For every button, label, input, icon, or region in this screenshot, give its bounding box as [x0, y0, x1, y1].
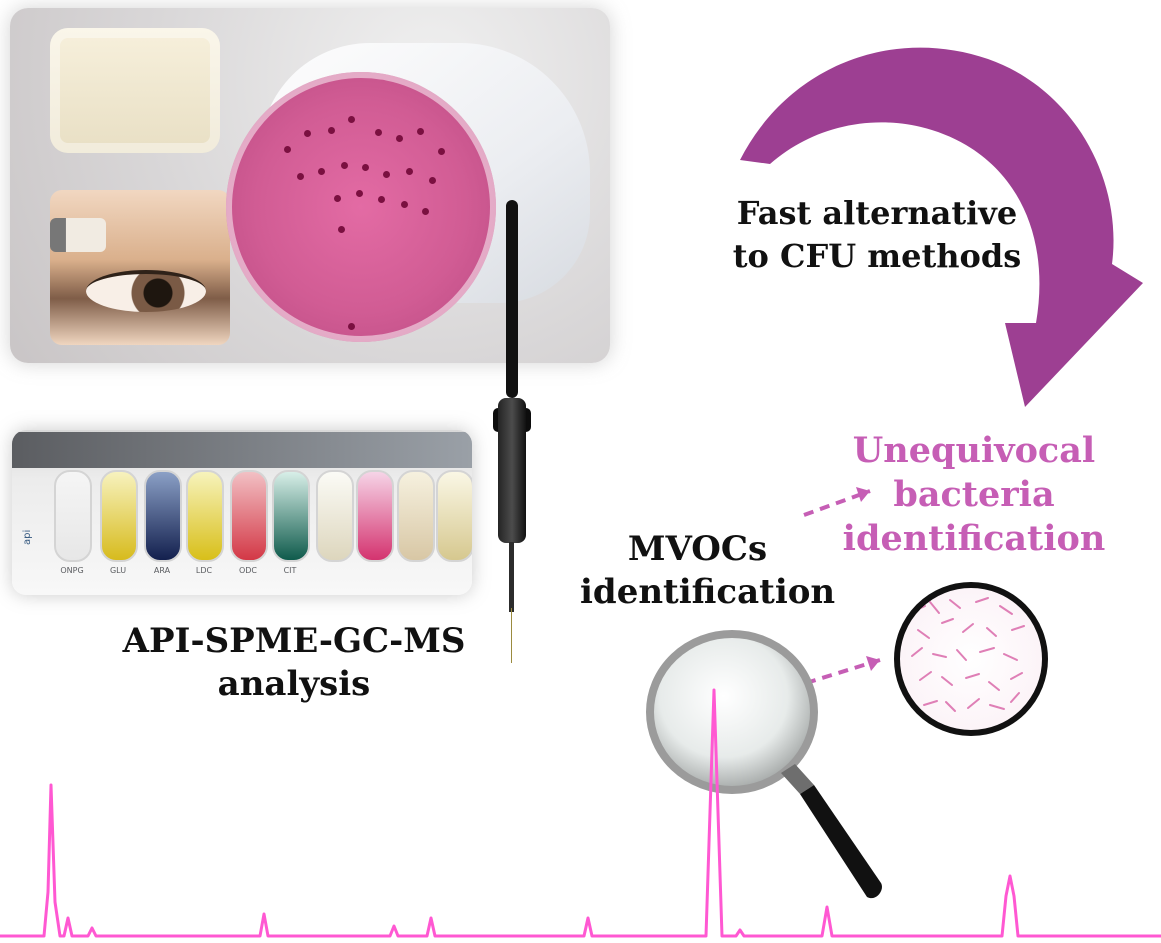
bacteria-line-1: Unequivocal	[852, 430, 1096, 471]
api-code-ara: ARA	[153, 566, 171, 575]
syringe-body	[498, 398, 526, 543]
bacteria-line-2: bacteria	[893, 474, 1055, 515]
analysis-label: API-SPME-GC-MS analysis	[94, 620, 494, 706]
mvoc-identification-label: MVOCs identification	[580, 528, 836, 614]
api-tube	[436, 470, 472, 562]
bacteria-identification-label: Unequivocal bacteria identification	[838, 429, 1110, 561]
magnifying-glass-icon	[646, 630, 882, 899]
dashed-arrow-icon	[805, 656, 881, 685]
api-tube	[316, 470, 354, 562]
mvoc-line-2: identification	[580, 572, 836, 612]
makeup-brush-icon	[50, 218, 106, 252]
eye-makeup-photo	[50, 190, 230, 345]
api-code-onpg: ONPG	[60, 566, 84, 575]
api-tube	[54, 470, 92, 562]
syringe-needle	[509, 542, 514, 612]
api-tube	[397, 470, 435, 562]
api-brand-label: api	[22, 529, 33, 545]
fast-alternative-label: Fast alternative to CFU methods	[712, 192, 1042, 278]
api-test-strip-photo: ONPG GLU ARA LDC ODC CIT api	[12, 430, 472, 595]
chromatogram-icon	[0, 688, 1161, 938]
microscope-view-icon	[894, 582, 1048, 736]
dashed-arrow-icon	[803, 487, 871, 517]
spme-syringe-icon	[490, 198, 534, 666]
api-code-cit: CIT	[283, 566, 297, 575]
api-tube	[100, 470, 138, 562]
curved-arrow-icon	[740, 47, 1143, 407]
mvoc-line-1: MVOCs	[627, 529, 768, 569]
cosmetic-microbiology-photo-collage	[10, 8, 610, 363]
petri-dish-photo	[226, 72, 496, 342]
cream-jar-photo	[50, 28, 220, 153]
eye-icon	[86, 270, 206, 312]
api-tube	[186, 470, 224, 562]
analysis-line-2: analysis	[217, 664, 371, 704]
api-tube	[356, 470, 394, 562]
bacteria-cells	[911, 597, 1025, 712]
api-tube	[144, 470, 182, 562]
bacteria-line-3: identification	[842, 518, 1106, 559]
api-code-odc: ODC	[238, 566, 258, 575]
fast-alternative-line-2: to CFU methods	[732, 237, 1022, 275]
api-code-ldc: LDC	[195, 566, 213, 575]
spme-fiber	[511, 608, 512, 663]
syringe-plunger	[506, 200, 518, 398]
api-tube	[230, 470, 268, 562]
analysis-line-1: API-SPME-GC-MS	[122, 621, 466, 661]
fast-alternative-line-1: Fast alternative	[736, 194, 1018, 232]
api-code-glu: GLU	[109, 566, 127, 575]
api-strip-label-band	[12, 432, 472, 468]
api-tube	[272, 470, 310, 562]
